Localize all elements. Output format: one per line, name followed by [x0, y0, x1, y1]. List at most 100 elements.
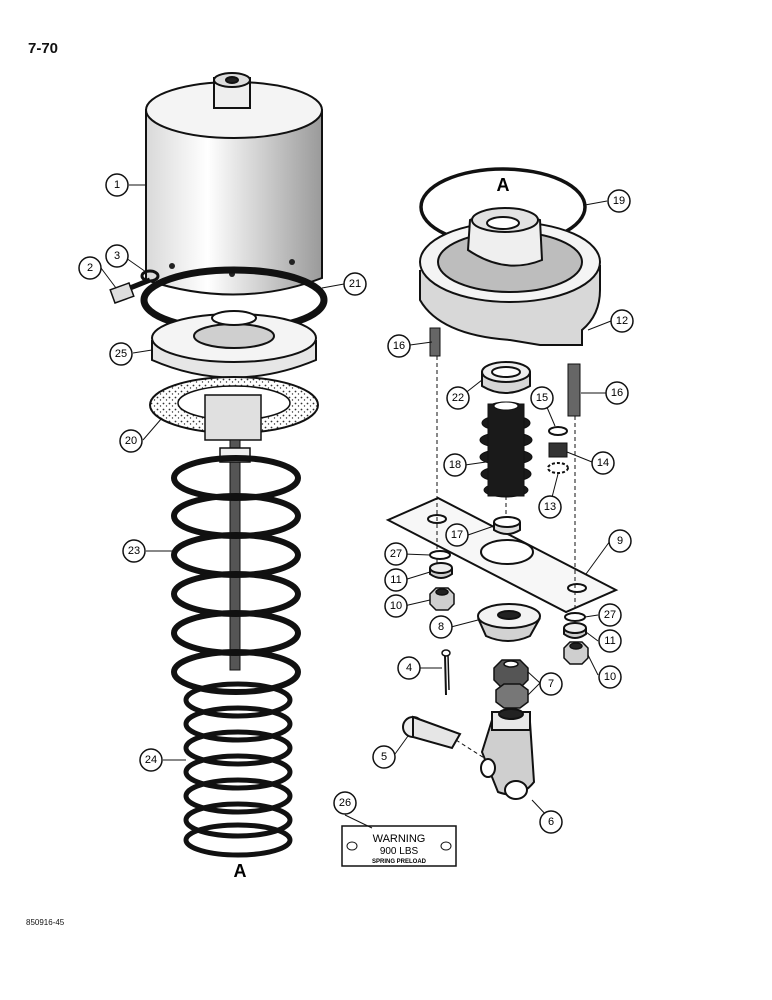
- callout-8: 8: [429, 615, 453, 639]
- svg-text:7: 7: [548, 678, 554, 690]
- spacer-part-27-right: [564, 612, 586, 622]
- warning-plate-line1: WARNING: [373, 833, 426, 845]
- washer-part-15: [548, 426, 568, 436]
- spring-seat-part: [477, 603, 541, 642]
- callout-10-left: 10: [384, 594, 408, 618]
- stud-part-right: [567, 363, 581, 417]
- svg-text:19: 19: [613, 195, 625, 207]
- svg-text:16: 16: [611, 387, 623, 399]
- callout-20: 20: [119, 429, 143, 453]
- callout-2: 2: [78, 256, 102, 280]
- svg-text:25: 25: [115, 348, 127, 360]
- callout-13: 13: [538, 495, 562, 519]
- svg-text:13: 13: [544, 501, 556, 513]
- callout-4: 4: [397, 656, 421, 680]
- callout-27-right: 27: [598, 603, 622, 627]
- nut-part-10-left: [429, 587, 455, 611]
- washer-part-13: [547, 462, 569, 474]
- callout-26: 26: [333, 791, 357, 815]
- svg-text:15: 15: [536, 392, 548, 404]
- retainer-part: [419, 207, 601, 346]
- svg-text:18: 18: [449, 459, 461, 471]
- callout-7: 7: [539, 672, 563, 696]
- svg-text:5: 5: [381, 751, 387, 763]
- svg-text:24: 24: [145, 754, 157, 766]
- bushing-part: [481, 361, 531, 394]
- warning-plate-part: WARNING 900 LBS SPRING PRELOAD: [341, 825, 457, 867]
- callout-15: 15: [530, 386, 554, 410]
- svg-text:11: 11: [604, 635, 615, 647]
- lock-washer-part: [140, 269, 160, 283]
- mounting-plate-part: [385, 496, 619, 614]
- svg-text:21: 21: [349, 278, 361, 290]
- svg-text:22: 22: [452, 392, 464, 404]
- svg-text:8: 8: [438, 621, 444, 633]
- callout-25: 25: [109, 342, 133, 366]
- callout-23: 23: [122, 539, 146, 563]
- callout-22: 22: [446, 386, 470, 410]
- callout-14: 14: [591, 451, 615, 475]
- cotter-pin-part: [441, 649, 451, 696]
- boot-part: [479, 401, 533, 498]
- callout-27-left: 27: [384, 542, 408, 566]
- svg-text:14: 14: [597, 457, 609, 469]
- svg-text:10: 10: [604, 671, 616, 683]
- svg-text:27: 27: [390, 548, 402, 560]
- callout-17: 17: [445, 523, 469, 547]
- callout-19: 19: [607, 189, 631, 213]
- svg-text:3: 3: [114, 250, 120, 262]
- svg-text:4: 4: [406, 662, 412, 674]
- svg-text:26: 26: [339, 797, 351, 809]
- warning-plate-line3: SPRING PRELOAD: [372, 859, 427, 865]
- svg-text:11: 11: [390, 574, 401, 586]
- callout-3: 3: [105, 244, 129, 268]
- callout-6: 6: [539, 810, 563, 834]
- svg-text:27: 27: [604, 609, 616, 621]
- nut-part-10-right: [563, 641, 589, 665]
- spacer-part-27-left: [429, 550, 451, 560]
- cylinder-cover-part: [145, 72, 323, 296]
- svg-text:20: 20: [125, 435, 137, 447]
- clevis-part: [480, 708, 536, 800]
- callout-1: 1: [105, 173, 129, 197]
- section-mark-right: A: [497, 175, 510, 195]
- callout-18: 18: [443, 453, 467, 477]
- svg-text:12: 12: [616, 315, 628, 327]
- page-number: 7-70: [28, 40, 59, 57]
- svg-text:23: 23: [128, 545, 140, 557]
- svg-text:10: 10: [390, 600, 402, 612]
- inner-spring-part: [183, 681, 293, 858]
- callout-5: 5: [372, 745, 396, 769]
- section-mark-left: A: [234, 861, 247, 881]
- piston-part: [151, 310, 317, 379]
- spring-rod: [219, 439, 251, 671]
- clevis-pin-part: [402, 715, 462, 750]
- svg-text:9: 9: [617, 535, 623, 547]
- warning-plate-line2: 900 LBS: [380, 846, 419, 857]
- gasket-part: [149, 376, 319, 441]
- callout-11-left: 11: [384, 568, 408, 592]
- svg-text:2: 2: [87, 262, 93, 274]
- callout-12: 12: [610, 309, 634, 333]
- outer-spring-part: [171, 455, 301, 695]
- callout-24: 24: [139, 748, 163, 772]
- callout-9: 9: [608, 529, 632, 553]
- svg-text:17: 17: [451, 529, 463, 541]
- figure-code: 850916-45: [26, 918, 65, 927]
- leader-lines: [100, 184, 612, 829]
- nut-part-14: [548, 442, 568, 458]
- svg-text:1: 1: [114, 179, 120, 191]
- callout-16-left: 16: [387, 334, 411, 358]
- callout-16-right: 16: [605, 381, 629, 405]
- alignment-lines: [436, 356, 576, 625]
- jam-nuts-part: [493, 659, 529, 709]
- ring-part-17: [493, 516, 521, 535]
- callout-11-right: 11: [598, 629, 622, 653]
- svg-text:6: 6: [548, 816, 554, 828]
- svg-text:16: 16: [393, 340, 405, 352]
- callout-10-right: 10: [598, 665, 622, 689]
- washer-part-11-right: [563, 622, 587, 639]
- callout-21: 21: [343, 272, 367, 296]
- washer-part-11-left: [429, 562, 453, 579]
